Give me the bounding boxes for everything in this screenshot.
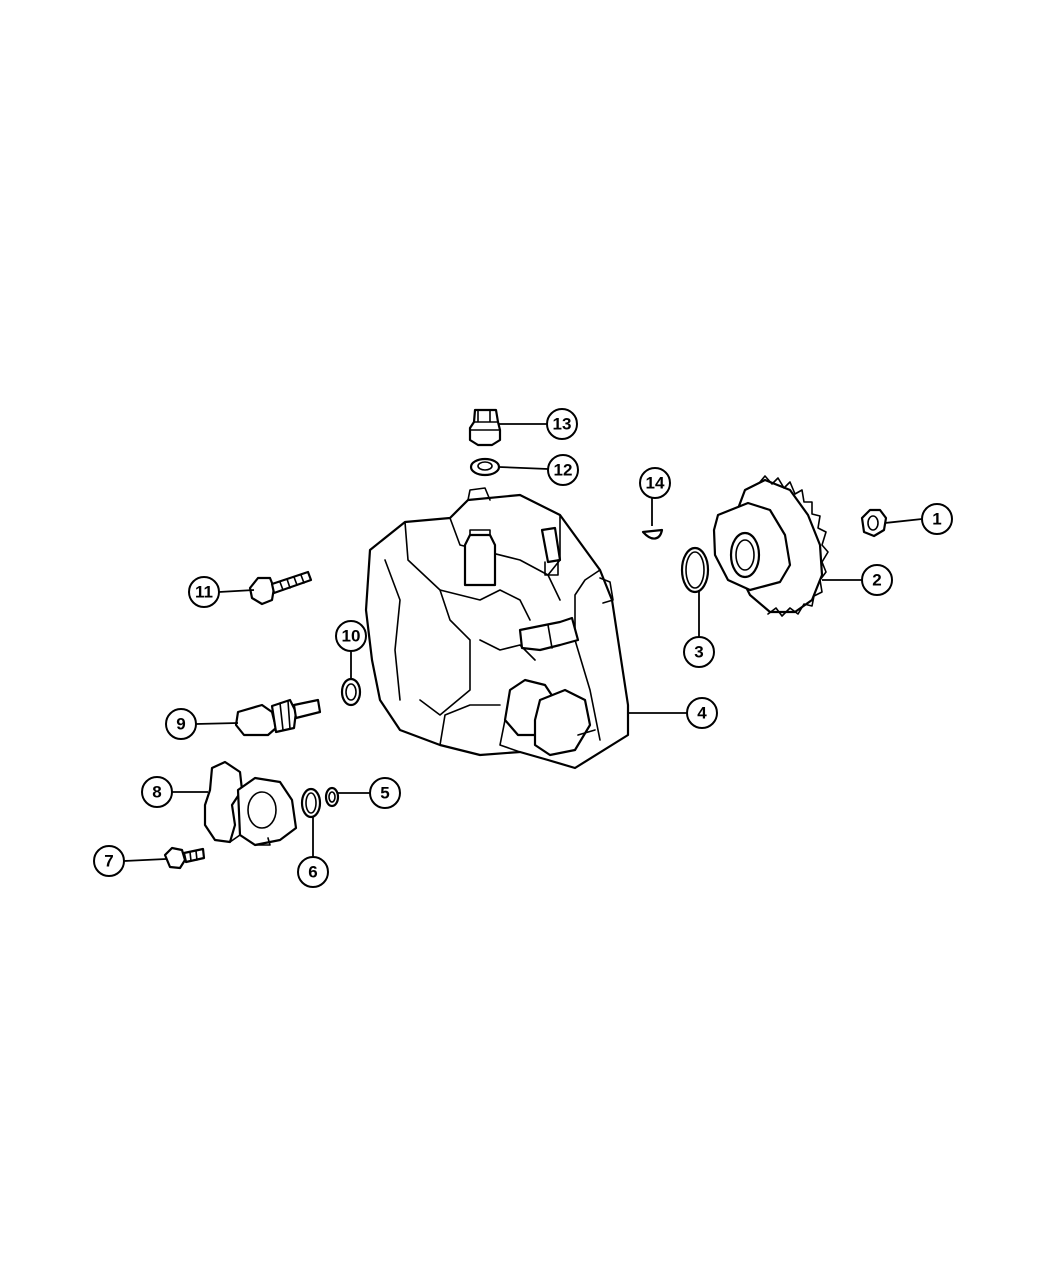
leader-line-9 [195, 722, 239, 725]
callout-7: 7 [93, 845, 125, 877]
washer-illustration [469, 457, 501, 477]
leader-lines [123, 423, 923, 862]
callout-9-label: 9 [176, 715, 185, 734]
callout-5-label: 5 [380, 784, 389, 803]
control-valve-illustration [203, 760, 298, 847]
sensor-illustration [234, 698, 322, 737]
callout-8: 8 [141, 776, 173, 808]
leader-line-1 [884, 518, 923, 524]
callout-8-label: 8 [152, 783, 161, 802]
seal-illustration [340, 677, 362, 707]
fitting-illustration [468, 408, 502, 447]
leader-line-12 [498, 466, 549, 470]
leader-line-7 [123, 858, 167, 862]
callout-11: 11 [188, 576, 220, 608]
small-o-ring-illustration [300, 787, 322, 819]
bolt-illustration [248, 570, 313, 606]
callout-10: 10 [335, 620, 367, 652]
callout-14: 14 [639, 467, 671, 499]
screw-illustration [163, 846, 206, 870]
callout-9: 9 [165, 708, 197, 740]
callout-2: 2 [861, 564, 893, 596]
callout-3: 3 [683, 636, 715, 668]
callout-1: 1 [921, 503, 953, 535]
woodruff-key-illustration [641, 528, 664, 540]
callout-6: 6 [297, 856, 329, 888]
leader-line-11 [218, 589, 255, 593]
callout-5: 5 [369, 777, 401, 809]
callout-3-label: 3 [694, 643, 703, 662]
callout-4: 4 [686, 697, 718, 729]
tiny-o-ring-illustration [324, 786, 340, 808]
callout-13: 13 [546, 408, 578, 440]
nut-illustration [860, 508, 888, 538]
callout-1-label: 1 [932, 510, 941, 529]
callout-6-label: 6 [308, 863, 317, 882]
callout-4-label: 4 [697, 704, 707, 723]
gear-illustration [712, 475, 829, 617]
callout-7-label: 7 [104, 852, 113, 871]
callout-12-label: 12 [554, 461, 573, 480]
callout-10-label: 10 [342, 627, 361, 646]
pump-body-illustration [364, 487, 630, 770]
callout-13-label: 13 [553, 415, 572, 434]
callout-11-label: 11 [195, 583, 213, 602]
callout-2-label: 2 [872, 571, 881, 590]
callout-14-label: 14 [646, 474, 665, 493]
o-ring-illustration [680, 546, 710, 594]
callout-12: 12 [547, 454, 579, 486]
